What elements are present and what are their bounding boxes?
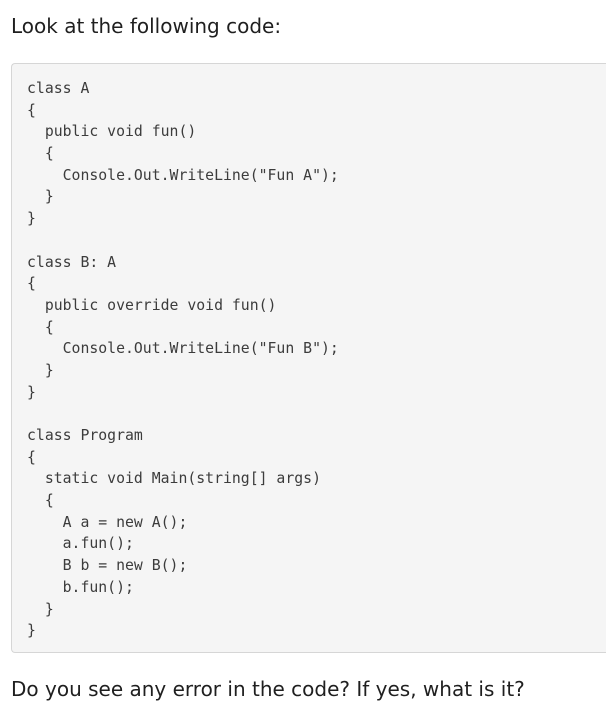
code-line: b.fun(); (27, 578, 134, 596)
code-line: } (27, 600, 54, 618)
code-block: class A { public void fun() { Console.Out… (11, 63, 606, 653)
question-text: Do you see any error in the code? If yes… (11, 677, 525, 701)
code-line: A a = new A(); (27, 513, 188, 531)
code-line: } (27, 622, 36, 640)
code-line: { (27, 448, 36, 466)
code-line: a.fun(); (27, 535, 134, 553)
code-line: { (27, 275, 36, 293)
code-line: } (27, 210, 36, 228)
code-line: class Program (27, 427, 143, 444)
code-lines: class A { public void fun() { Console.Out… (27, 78, 339, 642)
code-line: static void Main(string[] args) (27, 470, 321, 488)
code-line: public void fun() (27, 123, 197, 141)
code-line: { (27, 492, 54, 510)
code-line: class B: A (27, 253, 117, 271)
code-line: class A (27, 80, 90, 97)
code-line (27, 230, 339, 252)
code-line: Console.Out.WriteLine("Fun A"); (27, 166, 339, 184)
code-line: B b = new B(); (27, 557, 188, 575)
code-line: public override void fun() (27, 296, 277, 314)
code-line: } (27, 383, 36, 401)
intro-text: Look at the following code: (11, 14, 282, 38)
code-line: { (27, 145, 54, 163)
code-line: { (27, 318, 54, 336)
code-line: Console.Out.WriteLine("Fun B"); (27, 340, 339, 358)
code-line: } (27, 361, 54, 379)
code-line (27, 403, 339, 425)
code-line: } (27, 188, 54, 206)
code-line: { (27, 101, 36, 119)
